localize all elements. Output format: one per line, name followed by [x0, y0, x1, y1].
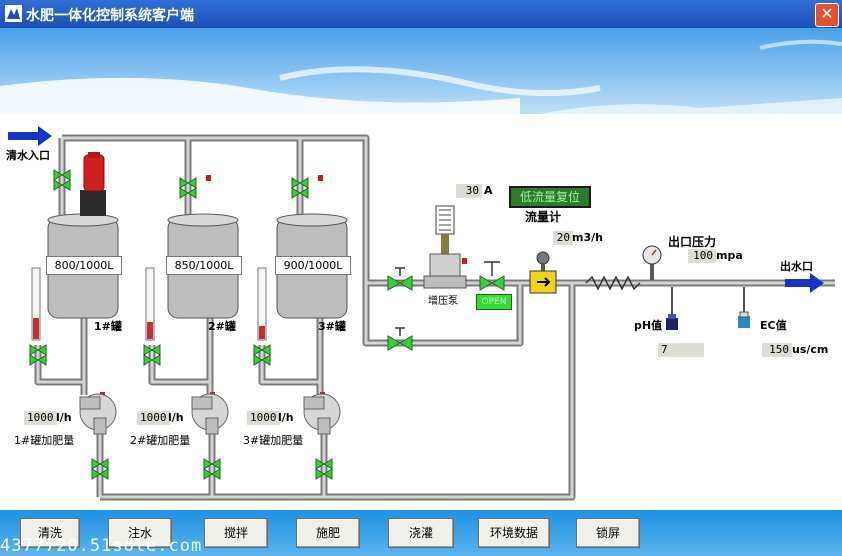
- mixer-motor-icon: [80, 152, 106, 216]
- tank-3-capacity: 900/1000L: [275, 256, 351, 275]
- bypass-valve-top-icon[interactable]: [387, 275, 413, 291]
- tank-1-dose-unit: l/h: [56, 411, 72, 424]
- window-title: 水肥一体化控制系统客户端: [26, 8, 194, 24]
- flow-unit: m3/h: [572, 231, 603, 244]
- pump-3-icon: [303, 393, 341, 435]
- dose-valve-3-icon[interactable]: [253, 344, 271, 366]
- fertilize-button[interactable]: 施肥: [296, 518, 360, 548]
- level-gauge-2-icon: [145, 267, 155, 341]
- fill-water-button[interactable]: 注水: [108, 518, 172, 548]
- outlet-arrow-icon: [785, 273, 824, 293]
- watermark: 4377720.51sole.com: [0, 536, 203, 556]
- pressure-gauge-icon: [642, 245, 662, 280]
- flow-value: 20: [553, 231, 573, 245]
- booster-pump-label: 增压泵: [428, 296, 458, 307]
- ph-sensor-icon: [666, 287, 678, 330]
- dose-valve-1-icon[interactable]: [29, 344, 47, 366]
- outlet-valve-2-icon[interactable]: [203, 458, 221, 480]
- tank-2-dose-unit: l/h: [168, 411, 184, 424]
- sky-banner: [0, 28, 842, 114]
- tank-2-capacity: 850/1000L: [166, 256, 242, 275]
- process-diagram: [8, 126, 835, 501]
- booster-current-value: 30: [456, 184, 482, 198]
- inlet-label: 清水入口: [6, 149, 50, 162]
- booster-current-unit: A: [484, 184, 493, 197]
- close-button[interactable]: ✕: [815, 3, 839, 27]
- environment-data-button[interactable]: 环境数据: [478, 518, 550, 548]
- tank-3-dose-value: 1000: [247, 411, 280, 425]
- booster-status-indicator[interactable]: OPEN: [476, 294, 512, 310]
- low-flow-reset-button[interactable]: 低流量复位: [509, 186, 591, 208]
- title-bar: 水肥一体化控制系统客户端 ✕: [0, 0, 842, 28]
- inlet-valve-2-icon[interactable]: [179, 177, 197, 199]
- tank-3-dose-unit: l/h: [278, 411, 294, 424]
- pump-2-icon: [191, 393, 229, 435]
- ec-label: EC值: [760, 319, 787, 332]
- control-valve-icon[interactable]: [479, 275, 505, 291]
- ph-value: 7: [658, 343, 704, 357]
- inlet-arrow-icon: [8, 126, 52, 146]
- outlet-label: 出水口: [780, 260, 813, 273]
- tank-3-dose-label: 3#罐加肥量: [243, 434, 304, 447]
- pump-1-icon: [79, 393, 117, 435]
- tank-1-dose-value: 1000: [24, 411, 57, 425]
- bypass-valve-bottom-icon[interactable]: [387, 335, 413, 351]
- booster-pump-icon: [423, 205, 467, 289]
- level-gauge-1-icon: [31, 267, 41, 341]
- pressure-value: 100: [688, 249, 716, 263]
- tank-2-name: 2#罐: [208, 320, 236, 333]
- ph-label: pH值: [634, 319, 663, 332]
- clean-button[interactable]: 清洗: [20, 518, 80, 548]
- inlet-valve-3-icon[interactable]: [291, 177, 309, 199]
- filter-spring-icon: [585, 275, 641, 291]
- flow-meter-label: 流量计: [525, 210, 562, 224]
- app-icon: [5, 5, 22, 22]
- ec-sensor-icon: [738, 287, 750, 328]
- outlet-valve-1-icon[interactable]: [91, 458, 109, 480]
- stir-button[interactable]: 搅拌: [204, 518, 268, 548]
- level-gauge-3-icon: [257, 267, 267, 341]
- flow-meter-icon[interactable]: [529, 251, 557, 294]
- inlet-valve-1-icon[interactable]: [53, 169, 71, 191]
- pressure-label: 出口压力: [668, 235, 717, 249]
- lock-screen-button[interactable]: 锁屏: [576, 518, 640, 548]
- tank-2-dose-value: 1000: [137, 411, 170, 425]
- dose-valve-2-icon[interactable]: [143, 344, 161, 366]
- ec-value: 150: [762, 343, 792, 357]
- irrigate-button[interactable]: 浇灌: [388, 518, 454, 548]
- tank-3-name: 3#罐: [318, 320, 346, 333]
- outlet-valve-3-icon[interactable]: [315, 458, 333, 480]
- tank-1-name: 1#罐: [94, 320, 122, 333]
- tank-1-capacity: 800/1000L: [46, 256, 122, 275]
- tank-2-dose-label: 2#罐加肥量: [130, 434, 191, 447]
- pressure-unit: mpa: [716, 249, 743, 262]
- tank-1-dose-label: 1#罐加肥量: [14, 434, 75, 447]
- ec-unit: us/cm: [792, 343, 829, 356]
